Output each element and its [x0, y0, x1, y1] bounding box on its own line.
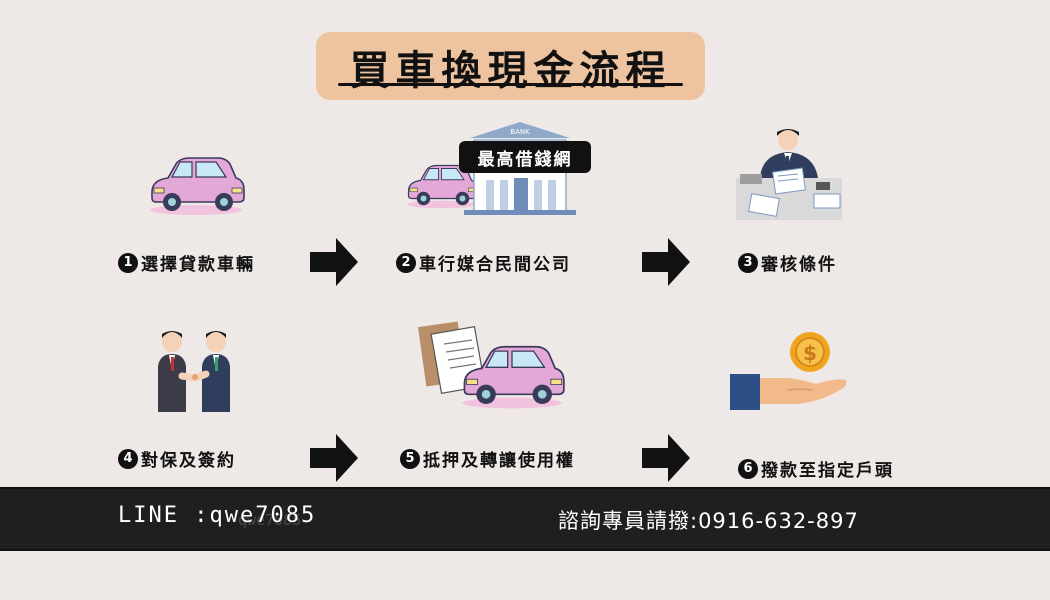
step-1-text: 選擇貸款車輛: [141, 255, 255, 275]
step-3-number: 3: [738, 252, 758, 273]
phone-contact[interactable]: 諮詢專員請撥:0916-632-897: [558, 509, 859, 533]
step-6-text: 撥款至指定戶頭: [761, 461, 894, 481]
step-1-label: 1 選擇貸款車輛: [118, 250, 255, 275]
step-5-number: 5: [400, 448, 420, 469]
step-4-label: 4 對保及簽約: [118, 446, 236, 471]
arrow-right-icon: [642, 238, 690, 286]
handshake-icon: [158, 331, 230, 412]
step-5-text: 抵押及轉讓使用權: [423, 451, 575, 471]
step-3-label: 3 審核條件: [738, 250, 837, 275]
dollar-icon: $: [803, 341, 817, 365]
step-2-number: 2: [396, 252, 416, 273]
line-id[interactable]: LINE :qwe7085: [118, 503, 317, 528]
pink-car-icon: [149, 157, 245, 216]
step-4-text: 對保及簽約: [141, 451, 236, 471]
title-underline: [338, 83, 683, 86]
arrow-right-icon: [310, 434, 358, 482]
arrow-right-icon: [310, 238, 358, 286]
step-6-label: 6 撥款至指定戶頭: [738, 456, 894, 481]
step-6-number: 6: [738, 458, 758, 479]
arrow-right-icon: [642, 434, 690, 482]
step-4-number: 4: [118, 448, 138, 469]
reviewer-desk-icon: [736, 129, 842, 220]
step-2-label: 2 車行媒合民間公司: [396, 250, 571, 275]
line-id-shadow: qwe7085: [238, 511, 302, 529]
title-banner: 買車換現金流程: [316, 32, 705, 100]
step-3-text: 審核條件: [761, 255, 837, 275]
step-1-number: 1: [118, 252, 138, 273]
car-documents-icon: [418, 321, 565, 410]
step-5-label: 5 抵押及轉讓使用權: [400, 446, 575, 471]
badge-label: 最高借錢網: [459, 141, 591, 173]
contact-footer: qwe7085 LINE :qwe7085 諮詢專員請撥:0916-632-89…: [0, 487, 1050, 551]
bank-sign: BANK: [510, 128, 530, 136]
page-title: 買車換現金流程: [349, 47, 672, 94]
step-2-text: 車行媒合民間公司: [419, 255, 571, 275]
coin-hand-icon: $: [730, 332, 847, 410]
